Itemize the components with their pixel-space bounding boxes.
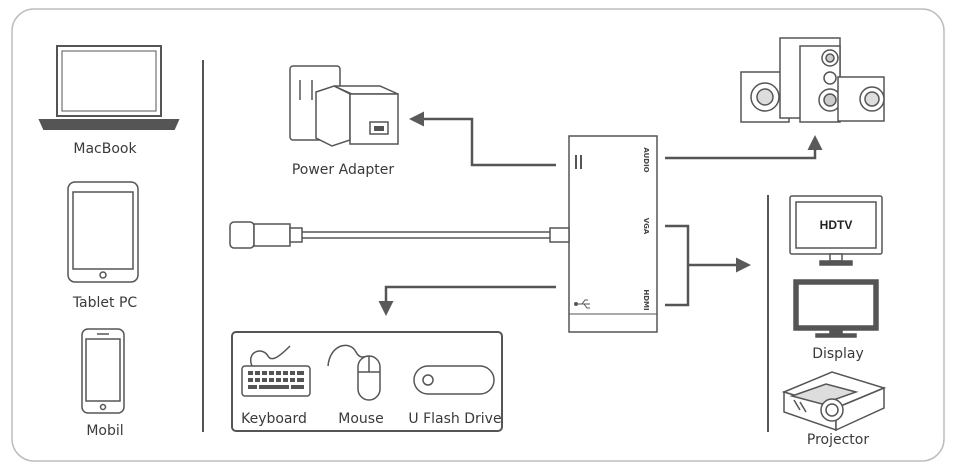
keyboard-label: Keyboard <box>241 411 307 427</box>
port-vga-label: VGA <box>642 218 650 235</box>
flash-drive-icon <box>413 365 495 395</box>
port-hdmi-label: HDMI <box>642 289 650 310</box>
projector-label: Projector <box>807 432 869 448</box>
keyboard-icon <box>241 345 311 397</box>
arrow-to-peripherals <box>378 285 556 316</box>
mouse-label: Mouse <box>338 411 383 427</box>
mobile-label: Mobil <box>86 423 123 439</box>
mouse-icon <box>327 344 381 401</box>
macbook-icon <box>38 45 180 130</box>
display-icon <box>793 279 879 338</box>
projector-icon <box>781 371 887 432</box>
hdtv-icon <box>789 195 883 266</box>
flash-drive-label: U Flash Drive <box>408 411 501 427</box>
tablet-icon <box>67 181 139 283</box>
power-adapter-icon <box>289 65 399 147</box>
display-label: Display <box>812 346 864 362</box>
power-adapter-label: Power Adapter <box>292 162 395 178</box>
macbook-label: MacBook <box>73 141 137 157</box>
hub-adapter: AUDIO VGA HDMI <box>568 135 658 333</box>
speakers-icon <box>740 37 885 123</box>
usb-icon <box>574 299 590 309</box>
arrow-to-power <box>409 111 556 167</box>
phone-icon <box>81 328 125 414</box>
arrow-to-speakers <box>665 135 823 160</box>
hdtv-screen-label: HDTV <box>820 218 853 232</box>
usb-c-cable <box>229 221 570 249</box>
tablet-label: Tablet PC <box>72 295 138 311</box>
port-audio-label: AUDIO <box>642 147 650 172</box>
